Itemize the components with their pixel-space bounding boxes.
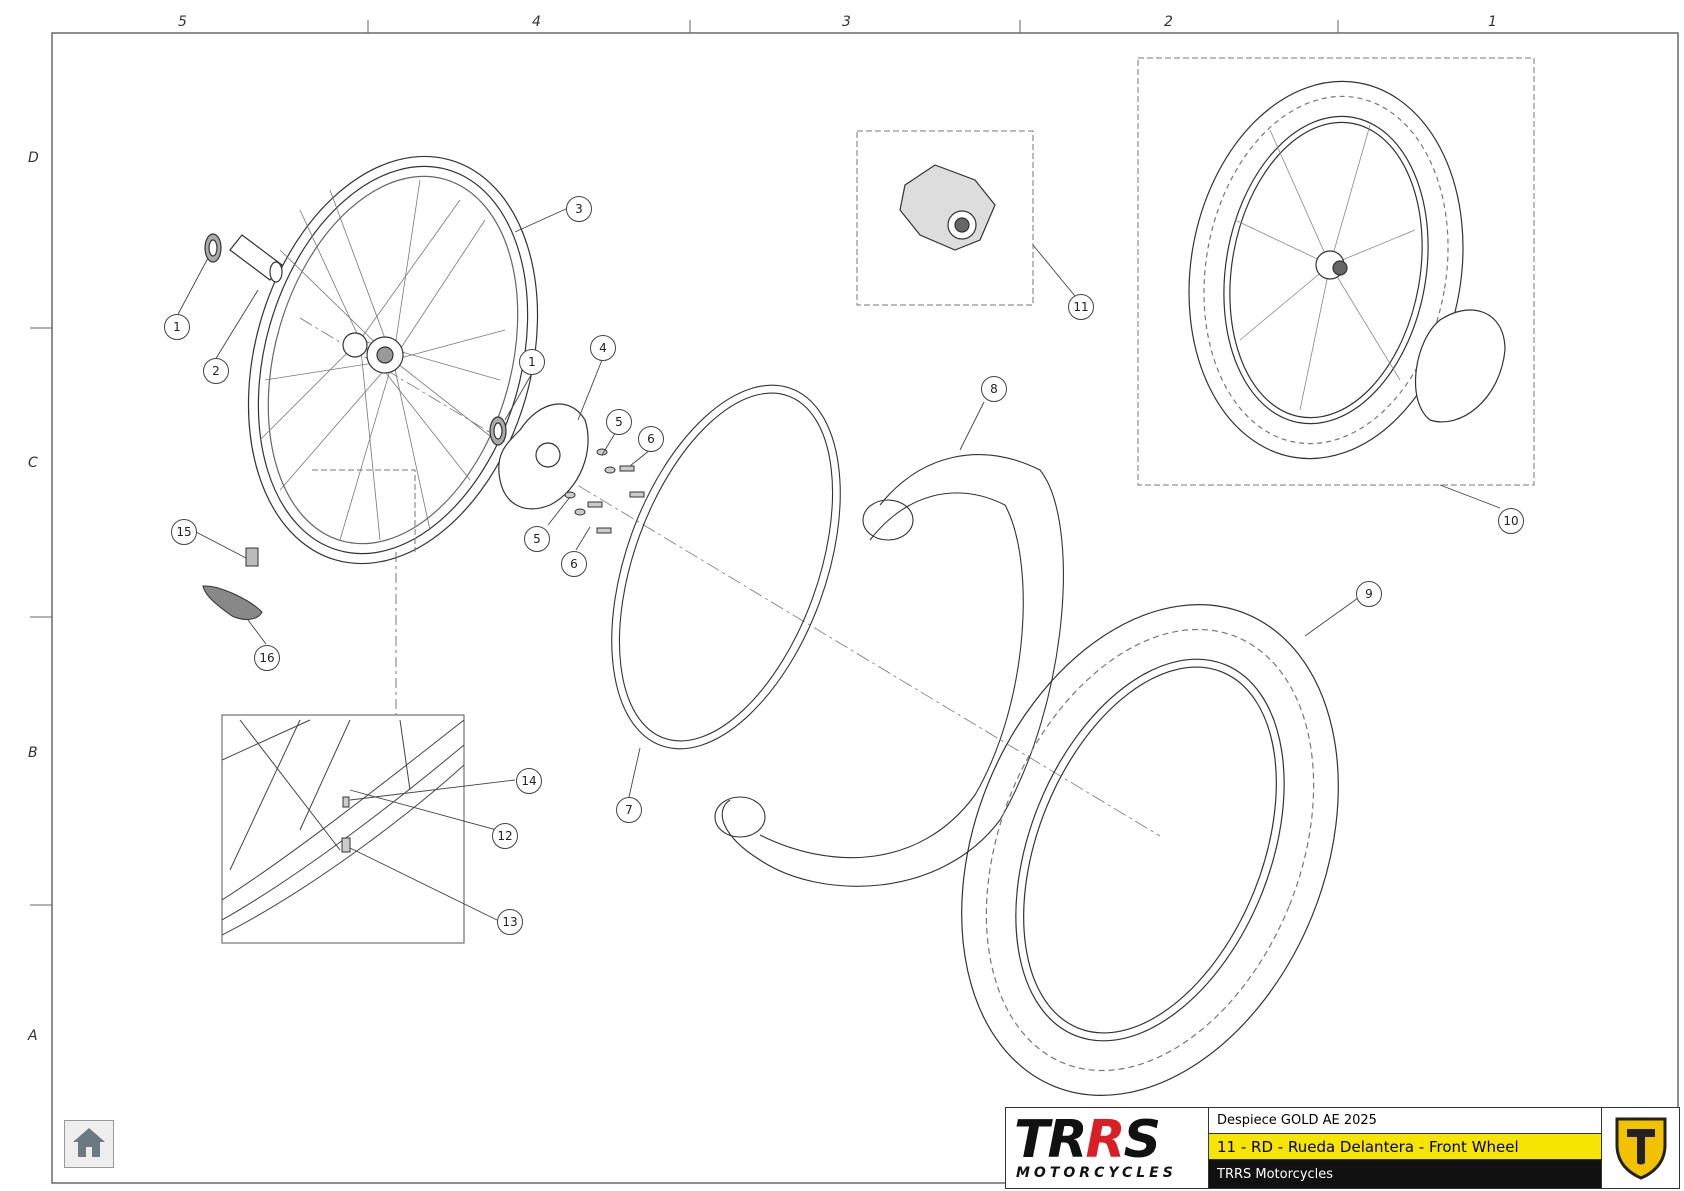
callout-14[interactable]: 14 — [516, 768, 542, 794]
callout-1-secondary[interactable]: 1 — [519, 349, 545, 375]
callout-2[interactable]: 2 — [203, 358, 229, 384]
title-block-line2: 11 - RD - Rueda Delantera - Front Wheel — [1209, 1134, 1601, 1160]
zone-column-1: 1 — [1488, 14, 1497, 30]
title-block-line3: TRRS Motorcycles — [1209, 1160, 1601, 1188]
brand-logo: TRRS MOTORCYCLES — [1006, 1108, 1209, 1188]
callout-11[interactable]: 11 — [1068, 294, 1094, 320]
callout-6[interactable]: 6 — [638, 426, 664, 452]
callout-5[interactable]: 5 — [606, 409, 632, 435]
home-button[interactable] — [64, 1120, 114, 1168]
callout-8[interactable]: 8 — [981, 376, 1007, 402]
callout-4[interactable]: 4 — [590, 335, 616, 361]
home-icon — [71, 1125, 107, 1163]
callout-6-secondary[interactable]: 6 — [561, 551, 587, 577]
zone-column-3: 3 — [842, 14, 851, 30]
callout-9[interactable]: 9 — [1356, 581, 1382, 607]
zone-row-a: A — [28, 1028, 38, 1044]
trrs-shield-icon — [1601, 1108, 1680, 1188]
callout-10[interactable]: 10 — [1498, 508, 1524, 534]
callout-13[interactable]: 13 — [497, 909, 523, 935]
callout-16[interactable]: 16 — [254, 645, 280, 671]
front-wheel-assembly — [247, 155, 539, 565]
callout-7[interactable]: 7 — [616, 797, 642, 823]
zone-column-4: 4 — [532, 14, 541, 30]
callout-15[interactable]: 15 — [171, 519, 197, 545]
zone-row-c: C — [28, 455, 38, 471]
callout-12[interactable]: 12 — [492, 823, 518, 849]
callout-3[interactable]: 3 — [566, 196, 592, 222]
title-block-line1: Despiece GOLD AE 2025 — [1209, 1108, 1601, 1134]
brand-subtitle: MOTORCYCLES — [1016, 1165, 1177, 1181]
callout-1[interactable]: 1 — [164, 314, 190, 340]
zone-column-5: 5 — [178, 14, 187, 30]
brand-wordmark: TRRS — [1014, 1110, 1161, 1170]
callout-5-secondary[interactable]: 5 — [524, 526, 550, 552]
zone-column-2: 2 — [1164, 14, 1173, 30]
zone-row-b: B — [28, 745, 38, 761]
zone-row-d: D — [28, 150, 39, 166]
title-block: TRRS MOTORCYCLES Despiece GOLD AE 2025 1… — [1005, 1107, 1680, 1189]
